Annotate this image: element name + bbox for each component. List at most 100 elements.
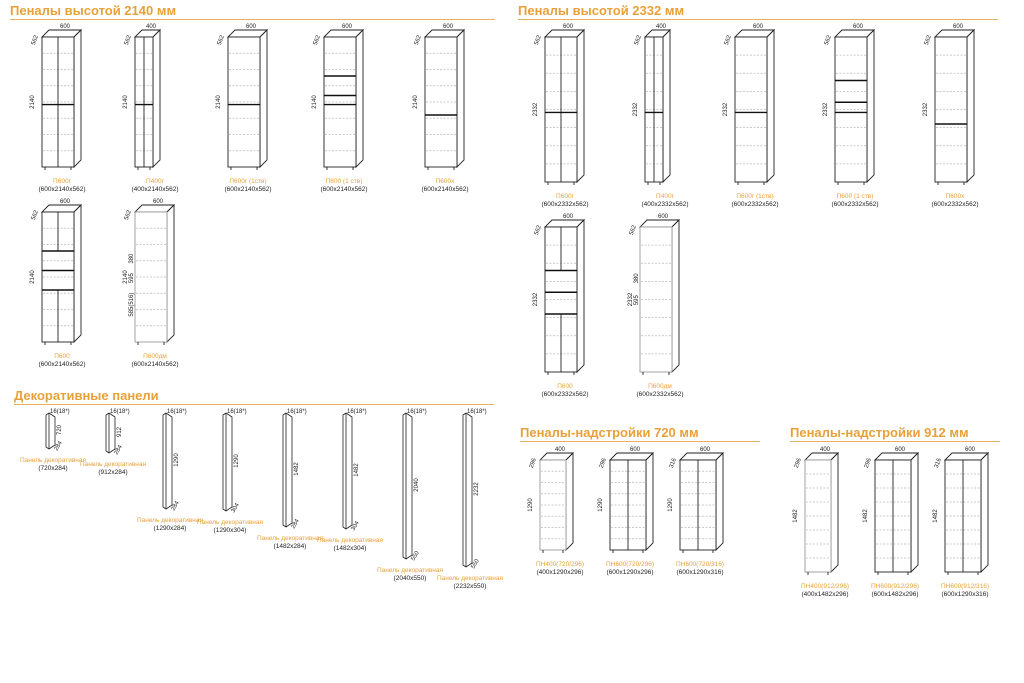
panel-name: Панель декоративная	[79, 461, 147, 468]
dim-depth: 562	[124, 209, 133, 221]
dim-depth: 284	[54, 440, 65, 451]
dim-height: 2140	[30, 270, 36, 284]
cabinet-name: П600 (1 ств)	[325, 178, 363, 185]
dim-height: 1290	[234, 454, 240, 468]
cabinet-name: П600дм	[143, 353, 167, 360]
cabinet-size: (600x2140x562)	[320, 186, 368, 193]
section-title-720: Пеналы-надстройки 720 мм	[520, 425, 699, 440]
cabinet-size: (600x1290x316)	[941, 591, 989, 598]
dim-width: 600	[895, 447, 906, 453]
dim-height: 1290	[598, 498, 604, 512]
dim-depth: 284	[291, 518, 302, 529]
dim-depth: 304	[231, 502, 242, 513]
dim-width: 400	[555, 447, 566, 453]
panel-size: (1290x284)	[153, 525, 187, 532]
dim-extra: 585(516)	[129, 293, 135, 317]
dim-thickness: 16(18*)	[467, 409, 487, 415]
cabinet-size: (600x2332x562)	[541, 201, 589, 208]
dim-extra: 595	[634, 294, 640, 305]
dim-depth: 562	[414, 34, 423, 46]
dim-height: 2332	[923, 102, 929, 116]
cabinet-size: (400x1290x296)	[536, 569, 584, 576]
section-divider	[518, 19, 998, 20]
cabinet-size: (600x2332x562)	[636, 391, 684, 398]
dim-thickness: 16(18*)	[50, 409, 70, 415]
dim-width: 400	[820, 447, 831, 453]
cabinet-caption: П600(600x2140x562)	[22, 353, 102, 369]
panel-caption: Панель декоративная(720x284)	[18, 457, 88, 473]
dim-height: 1482	[793, 509, 799, 523]
dim-depth: 562	[824, 34, 833, 46]
cabinet-caption: П400г(400x2140x562)	[115, 178, 195, 194]
dim-height: 2140	[123, 270, 129, 284]
cabinet-size: (600x2140x562)	[38, 186, 86, 193]
cabinet-name: П400г	[146, 178, 164, 185]
section-title-2332: Пеналы высотой 2332 мм	[518, 3, 685, 18]
dim-depth: 316	[934, 457, 943, 469]
panel-size: (1290x304)	[213, 527, 247, 534]
panel-name: Панель декоративная	[316, 537, 384, 544]
panel-size: (2040x550)	[393, 575, 427, 582]
dim-depth: 284	[114, 444, 125, 455]
dim-width: 600	[700, 447, 711, 453]
cabinet-name: П600	[54, 353, 70, 360]
dim-width: 600	[60, 24, 71, 30]
dim-height: 2140	[123, 95, 129, 109]
section-title-912: Пеналы-надстройки 912 мм	[790, 425, 969, 440]
panel-size: (1482x304)	[333, 545, 367, 552]
section-divider	[790, 441, 1000, 442]
dim-width: 600	[153, 199, 164, 205]
dim-width: 600	[965, 447, 976, 453]
cabinet-caption: ПН400(720/296)(400x1290x296)	[520, 561, 600, 577]
dim-depth: 562	[31, 209, 40, 221]
cabinet-caption: ПН600(912/296)(600x1482x296)	[855, 583, 935, 599]
dim-depth: 562	[313, 34, 322, 46]
cabinet-name: ПН600(912/296)	[870, 583, 920, 590]
cabinet-name: П600х	[435, 178, 455, 185]
dim-depth: 562	[629, 224, 638, 236]
dim-height: 1482	[294, 462, 300, 476]
dim-depth: 304	[351, 520, 362, 531]
dim-depth: 550	[411, 550, 422, 561]
cabinet-size: (400x1482x296)	[801, 591, 849, 598]
cabinet-caption: ПН400(912/296)(400x1482x296)	[785, 583, 865, 599]
cabinet-size: (600x2332x562)	[931, 201, 979, 208]
cabinet-name: П600х	[945, 193, 965, 200]
dim-depth: 562	[124, 34, 133, 46]
dim-extra: 380	[129, 253, 135, 264]
cabinet-caption: П600г(600x2332x562)	[525, 193, 605, 209]
dim-width: 600	[563, 24, 574, 30]
cabinet-size: (400x2332x562)	[641, 201, 689, 208]
cabinet-name: П600г	[53, 178, 71, 185]
section-title-panels: Декоративные панели	[14, 388, 159, 403]
cabinet-name: ПН400(912/296)	[800, 583, 850, 590]
dim-depth: 562	[534, 224, 543, 236]
panel-name: Панель декоративная	[436, 575, 504, 582]
cabinet-caption: ПН600(912/316)(600x1290x316)	[925, 583, 1005, 599]
dim-depth: 562	[534, 34, 543, 46]
dim-height: 720	[57, 424, 63, 435]
